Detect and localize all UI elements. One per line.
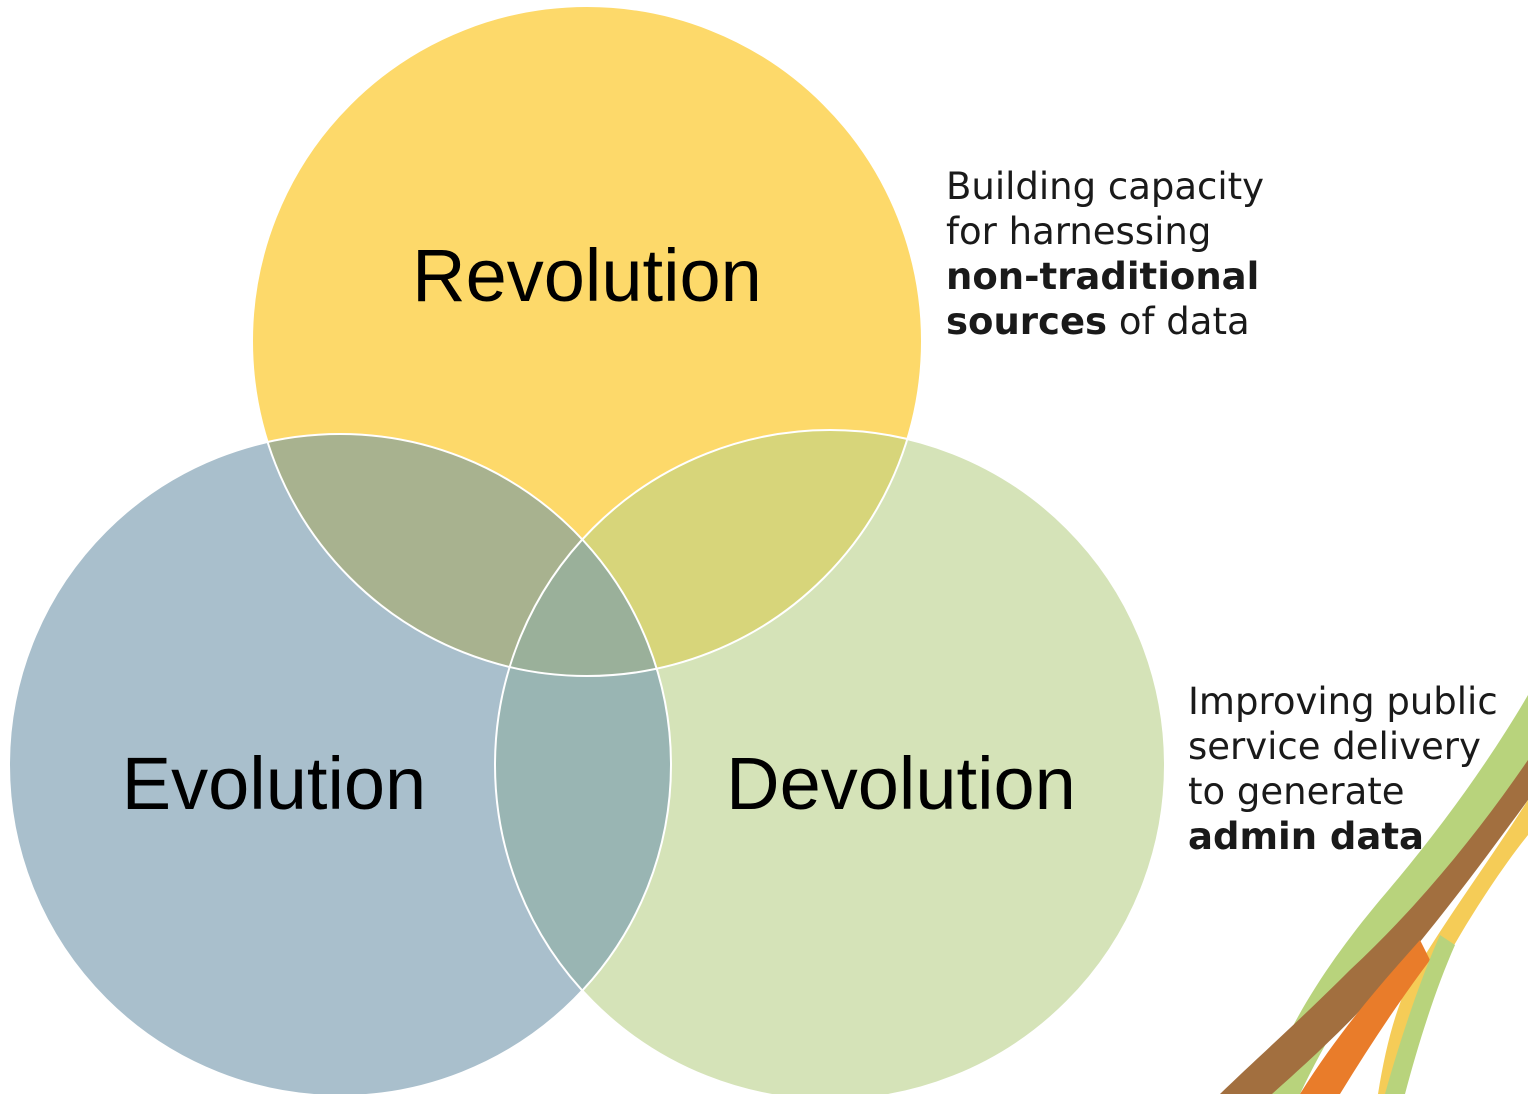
revolution-note-bold-sources: sources [946,300,1108,343]
revolution-note-bold-text: non-traditional [946,255,1260,298]
decorative-ribbon [1220,695,1528,1094]
devolution-note: Improving public service delivery to gen… [1188,679,1498,859]
devolution-note-line-3: to generate [1188,770,1405,813]
revolution-devolution-overlap [495,430,922,676]
revolution-label: Revolution [412,234,762,317]
revolution-note-line-3: non-traditional [946,254,1264,299]
revolution-evolution-overlap [252,434,671,676]
devolution-label: Devolution [726,742,1076,825]
devolution-outline [494,429,1166,1094]
ribbon-lightgreen-stripe [1385,935,1455,1094]
evolution-outline [8,433,672,1094]
ribbon-orange-stripe [1300,940,1430,1094]
devolution-note-line-2: service delivery [1188,725,1481,768]
revolution-note-line-2: for harnessing [946,210,1212,253]
evolution-label: Evolution [121,742,427,825]
revolution-outline [251,5,923,677]
revolution-note: Building capacity for harnessing non-tra… [946,164,1264,344]
devolution-note-line-1: Improving public [1188,680,1498,723]
devolution-note-line-4: admin data [1188,814,1498,859]
revolution-note-line-4: sources of data [946,299,1264,344]
revolution-note-line-1: Building capacity [946,165,1265,208]
revolution-note-line-4-rest: of data [1107,300,1250,343]
devolution-note-bold-text: admin data [1188,815,1425,858]
